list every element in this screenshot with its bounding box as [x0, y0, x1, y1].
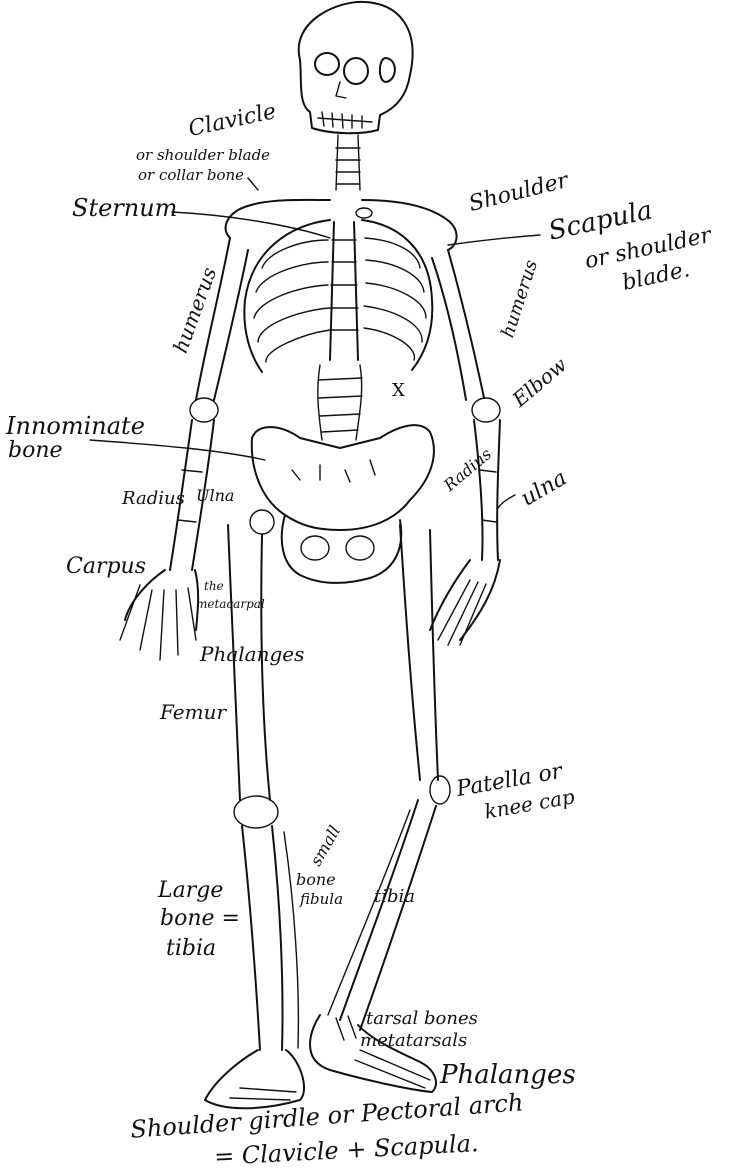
- label-tarsal-2: metatarsals: [360, 1032, 467, 1050]
- label-innominate: Innominate: [6, 414, 145, 438]
- shoulder-girdle: [226, 200, 457, 250]
- label-metacarpal-2: metacarpal: [196, 598, 265, 610]
- right-leg: [310, 525, 450, 1092]
- label-phalanges-foot: Phalanges: [440, 1062, 576, 1088]
- label-metacarpal-1: the: [204, 580, 224, 592]
- label-femur: Femur: [160, 702, 226, 722]
- label-tarsal-1: tarsal bones: [366, 1010, 478, 1028]
- label-small-bone-2: bone: [296, 872, 336, 888]
- label-innominate-bone: bone: [8, 440, 63, 462]
- label-tibia-right: tibia: [374, 888, 415, 906]
- right-arm: [430, 250, 500, 645]
- label-radius-left: Radius: [122, 490, 185, 508]
- lumbar-spine: [318, 365, 362, 440]
- label-carpus: Carpus: [66, 556, 146, 578]
- label-large-bone-1: Large: [158, 880, 223, 902]
- label-large-bone-2: bone =: [160, 908, 240, 930]
- pelvis: [252, 425, 434, 583]
- label-clavicle-alt2: or collar bone: [138, 168, 244, 183]
- label-phalanges-hand: Phalanges: [200, 644, 304, 664]
- rib-cage: [244, 220, 432, 372]
- label-x-mark: X: [392, 382, 405, 400]
- cervical-spine: [336, 135, 360, 190]
- label-ulna-left: Ulna: [196, 488, 234, 504]
- skull: [299, 2, 413, 133]
- label-clavicle-alt1: or shoulder blade: [136, 148, 270, 163]
- label-sternum: Sternum: [72, 196, 177, 220]
- label-large-bone-3: tibia: [166, 938, 216, 960]
- label-small-bone-3: fibula: [300, 892, 343, 907]
